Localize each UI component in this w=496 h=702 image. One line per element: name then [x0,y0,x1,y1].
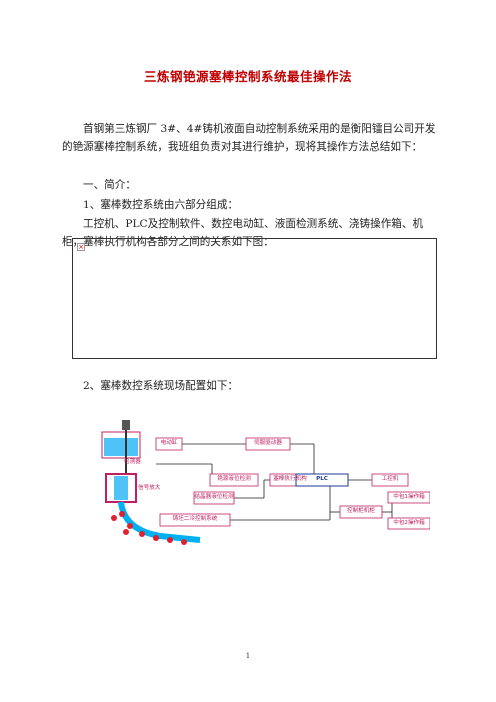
paragraph-components: 工控机、PLC及控制软件、数控电动缸、液面检测系统、浇铸操作箱、机柜，塞棒执行机… [62,218,424,248]
label-cabinet: 控制柜机柜 [347,508,375,514]
list-item-1: 1、塞棒数控系统由六部分组成： [83,199,239,211]
list-item-2: 2、塞棒数控系统现场配置如下： [83,380,239,392]
diagram-lines [101,420,430,545]
label-sensor: 铯源液位检测 [217,476,251,482]
box-ipc [371,473,409,487]
tundish-liquid [104,438,138,456]
box-cooling [159,513,231,527]
label-motor: 电动缸 [160,440,178,446]
slab-curve [118,501,201,543]
label-plc: PLC [316,476,328,482]
label-detector: 检测器 [124,459,141,465]
heading-intro: 一、简介： [83,179,136,191]
box-servo [245,437,291,451]
box-op1 [387,491,430,504]
label-mold: 结晶器液位检测 [194,494,234,500]
box-sensor [209,473,259,487]
box-motor [155,437,183,451]
page-number: 1 [245,652,251,660]
relation-figure: × [72,238,437,359]
broken-image-icon: × [77,243,85,251]
label-op2: 中包2操作箱 [393,520,425,526]
box-plc [295,473,349,487]
label-op1: 中包1操作箱 [393,494,425,500]
paragraph-intro: 首钢第三炼钢厂 3#、4#铸机液面自动控制系统采用的是衡阳镭目公司开发的铯源塞棒… [62,123,436,153]
box-op2 [387,517,430,530]
box-mold [193,491,235,505]
site-config-diagram: 电动缸 伺服驱动器 检测器 铯源液位检测 塞棒执行机构 PLC 工控机 信号放大… [100,418,430,554]
rollers [111,511,187,545]
document-title: 三炼钢铯源塞棒控制系统最佳操作法 [143,69,352,84]
box-cabinet [339,505,383,519]
label-cooling: 铸坯二冷控制系统 [172,516,218,522]
label-ipc: 工控机 [381,476,399,482]
label-signal: 信号放大 [138,485,161,491]
label-servo: 伺服驱动器 [254,440,282,446]
label-rod: 塞棒执行机构 [273,476,307,482]
